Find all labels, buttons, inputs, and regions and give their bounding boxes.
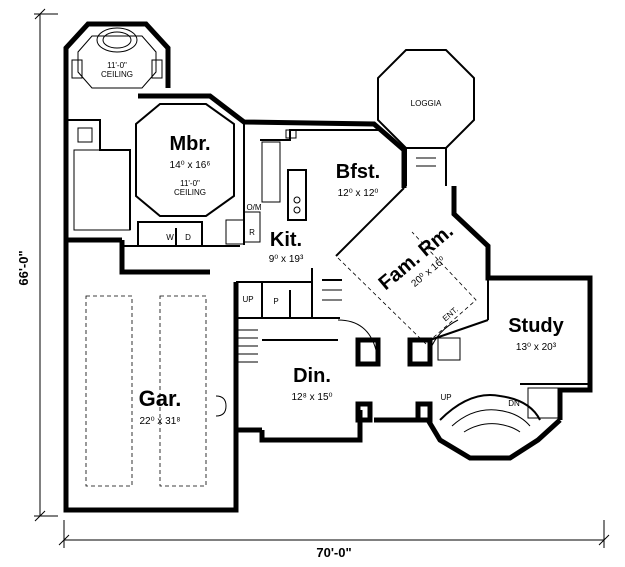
bath-ceiling-height: 11'-0" xyxy=(107,61,127,70)
gar-name: Gar. xyxy=(139,386,182,411)
kit-name: Kit. xyxy=(270,229,302,251)
interior-walls xyxy=(66,103,590,433)
width-dimension: 70'-0" xyxy=(316,545,351,560)
study-name: Study xyxy=(508,315,564,337)
din-dim: 12⁸ x 15⁰ xyxy=(291,392,332,403)
loggia-octagon xyxy=(377,49,475,186)
exterior-walls xyxy=(63,21,593,513)
loggia-name: LOGGIA xyxy=(411,99,442,108)
dimension-lines xyxy=(34,8,610,548)
mbr-ceiling-height: 11'-0" xyxy=(180,179,200,188)
label-up-foyer: UP xyxy=(440,393,451,402)
label-d: D xyxy=(185,233,191,242)
stair-treads xyxy=(238,329,258,363)
label-dn: DN xyxy=(508,399,520,408)
mbr-name: Mbr. xyxy=(169,133,210,155)
gar-dim: 22⁰ x 31⁸ xyxy=(139,416,180,427)
bfst-name: Bfst. xyxy=(336,161,380,183)
label-up-kitchen: UP xyxy=(242,295,253,304)
master-bath-bay xyxy=(71,27,163,89)
study-dim: 13⁰ x 20³ xyxy=(516,342,557,353)
bath-ceiling-label: CEILING xyxy=(101,70,133,79)
label-r: R xyxy=(249,228,255,237)
kit-dim: 9⁰ x 19³ xyxy=(269,254,304,265)
label-pantry: P xyxy=(273,297,278,306)
mbr-ceiling-label: CEILING xyxy=(174,188,206,197)
label-om: O/M xyxy=(246,203,261,212)
bfst-dim: 12⁰ x 12⁰ xyxy=(338,188,379,199)
garage-parking-outlines xyxy=(85,295,227,487)
mbr-dim: 14⁰ x 16⁶ xyxy=(170,160,211,171)
label-w: W xyxy=(166,233,174,242)
din-name: Din. xyxy=(293,365,331,387)
depth-dimension: 66'-0" xyxy=(16,250,31,285)
